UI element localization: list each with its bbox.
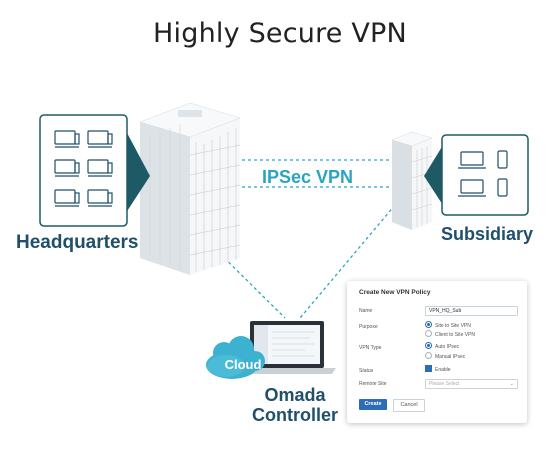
laptop-icon <box>458 151 486 197</box>
headquarters-building-icon <box>139 102 241 275</box>
ipsec-vpn-label: IPSec VPN <box>262 167 354 187</box>
radio-unselected-icon <box>425 352 432 360</box>
omada-controller-label: Omada Controller <box>250 385 340 425</box>
purpose-opt1-text: Site to Site VPN <box>435 323 471 329</box>
desktop-computer-icon <box>54 130 113 207</box>
remote-site-placeholder: Please Select <box>429 381 460 387</box>
dialog-title: Create New VPN Policy <box>359 289 431 296</box>
radio-selected-icon <box>425 342 432 350</box>
type-opt2-text: Manual IPsec <box>435 354 466 360</box>
page-title: Highly Secure VPN <box>153 18 407 49</box>
name-input[interactable]: VPN_HQ_Sub <box>425 306 518 316</box>
remote-site-label: Remote Site <box>359 381 387 387</box>
subsidiary-building-icon <box>391 131 433 230</box>
cloud-icon <box>206 336 265 379</box>
hq-device-panel <box>39 114 128 227</box>
hq-controller-line <box>185 219 286 319</box>
checkbox-checked-icon <box>425 365 432 373</box>
status-value-text: Enable <box>435 367 451 373</box>
omada-label-line1: Omada <box>264 385 326 405</box>
cloud-label: Cloud <box>225 357 262 372</box>
radio-unselected-icon <box>425 330 432 338</box>
cancel-button[interactable]: Cancel <box>393 399 425 412</box>
radio-selected-icon <box>425 321 432 329</box>
purpose-site-to-site-radio[interactable]: Site to Site VPN <box>425 321 471 330</box>
vpn-type-label: VPN Type <box>359 345 382 351</box>
smartphone-icon <box>497 150 508 197</box>
purpose-client-to-site-radio[interactable]: Client to Site VPN <box>425 330 476 339</box>
purpose-opt2-text: Client to Site VPN <box>435 332 476 338</box>
status-enable-checkbox[interactable]: Enable <box>425 365 451 374</box>
subsidiary-device-panel <box>441 134 529 216</box>
type-opt1-text: Auto IPsec <box>435 344 460 350</box>
chevron-down-icon: ⌄ <box>509 381 514 387</box>
headquarters-label: Headquarters <box>16 232 139 253</box>
status-label: Status <box>359 368 374 374</box>
create-vpn-policy-dialog: Create New VPN Policy Name VPN_HQ_Sub Pu… <box>347 281 527 423</box>
name-label: Name <box>359 308 373 314</box>
controller-laptop-icon <box>238 321 336 374</box>
vpn-type-auto-radio[interactable]: Auto IPsec <box>425 342 460 351</box>
purpose-label: Purpose <box>359 324 378 330</box>
sub-controller-line <box>299 204 396 319</box>
create-button[interactable]: Create <box>359 399 387 410</box>
remote-site-select[interactable]: Please Select ⌄ <box>425 379 518 389</box>
subsidiary-label: Subsidiary <box>441 224 534 244</box>
omada-label-line2: Controller <box>251 405 338 425</box>
vpn-type-manual-radio[interactable]: Manual IPsec <box>425 352 466 361</box>
